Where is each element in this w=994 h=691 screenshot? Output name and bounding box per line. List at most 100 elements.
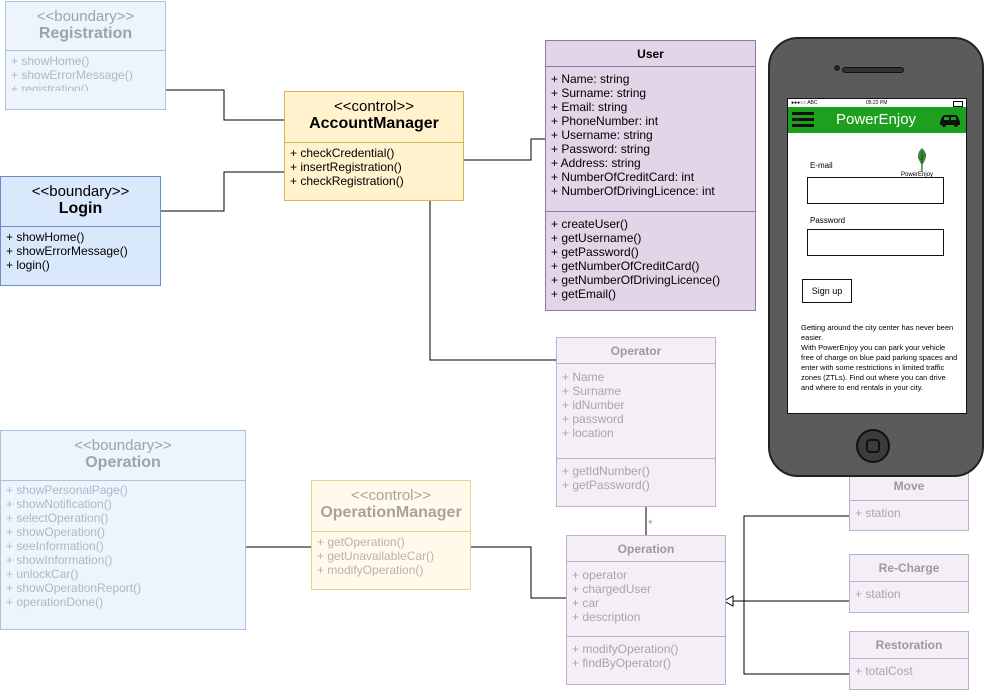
method-item: + getPassword() (551, 245, 639, 259)
leaf-logo-icon (917, 148, 927, 172)
attribute-item: + location (562, 426, 614, 440)
recharge-title: Re-Charge (878, 561, 940, 575)
login-stereotype: <<boundary>> (31, 183, 130, 200)
login-accountmanager-link (160, 171, 284, 212)
password-label: Password (810, 216, 846, 225)
status-time: 05:22 PM (866, 100, 888, 106)
method-item: + getNumberOfCreditCard() (551, 259, 700, 273)
method-item: + showNotification() (6, 497, 112, 511)
method-item: + showErrorMessage() (6, 244, 128, 258)
move-class[interactable]: Move + station (849, 470, 969, 531)
method-item: + showHome() (11, 54, 90, 68)
accountmanager-methods: + checkCredential() + insertRegistration… (285, 143, 463, 188)
operation-entity-attributes: + operator + chargedUser + car + descrip… (567, 562, 725, 636)
method-item: + getEmail() (551, 287, 617, 301)
operationmanager-stereotype: <<control>> (350, 487, 432, 504)
operationmanager-operation-link (470, 546, 566, 599)
app-description: Getting around the city center has never… (801, 323, 958, 392)
method-item: + getOperation() (317, 535, 405, 549)
operator-methods: + getIdNumber() + getPassword() (557, 459, 715, 492)
attribute-item: + PhoneNumber: int (551, 114, 659, 128)
hamburger-menu-icon[interactable] (792, 112, 814, 130)
method-item: + login() (6, 258, 50, 272)
attribute-item: + operator (572, 568, 628, 582)
battery-icon (953, 101, 963, 107)
method-item: + operationDone() (6, 595, 104, 609)
speaker-grille (842, 67, 904, 73)
operation-boundary-stereotype: <<boundary>> (74, 437, 172, 454)
method-item: + registration() (11, 82, 89, 91)
method-item: + showHome() (6, 230, 85, 244)
restoration-inherit-line (743, 601, 849, 675)
attribute-item: + station (855, 587, 901, 601)
registration-methods: + showHome() + showErrorMessage() + regi… (6, 51, 165, 91)
login-methods: + showHome() + showErrorMessage() + logi… (1, 227, 160, 272)
signup-button[interactable]: Sign up (802, 279, 852, 303)
user-title: User (637, 47, 664, 61)
method-item: + getUnavailableCar() (317, 549, 435, 563)
email-field[interactable] (807, 177, 944, 204)
method-item: + getPassword() (562, 478, 650, 492)
home-button[interactable] (856, 429, 890, 463)
method-item: + createUser() (551, 217, 629, 231)
operation-entity-class[interactable]: Operation + operator + chargedUser + car… (566, 535, 726, 685)
method-item: + unlockCar() (6, 567, 79, 581)
attribute-item: + NumberOfCreditCard: int (551, 170, 695, 184)
restoration-class[interactable]: Restoration + totalCost (849, 631, 969, 690)
method-item: + getIdNumber() (562, 464, 650, 478)
attribute-item: + Name (562, 370, 605, 384)
attribute-item: + NumberOfDrivingLicence: int (551, 184, 715, 198)
method-item: + selectOperation() (6, 511, 109, 525)
registration-class[interactable]: <<boundary>> Registration + showHome() +… (5, 1, 166, 110)
operation-entity-methods: + modifyOperation() + findByOperator() (567, 637, 725, 670)
attribute-item: + Address: string (551, 156, 641, 170)
recharge-attributes: + station (850, 582, 968, 601)
restoration-title: Restoration (875, 638, 943, 652)
operationmanager-title: OperationManager (320, 504, 462, 521)
method-item: + getUsername() (551, 231, 642, 245)
attribute-item: + car (572, 596, 600, 610)
move-inherit-line (743, 515, 849, 601)
accountmanager-operator-link (429, 201, 556, 361)
method-item: + findByOperator() (572, 656, 672, 670)
operationmanager-class[interactable]: <<control>> OperationManager + getOperat… (311, 480, 471, 590)
user-methods: + createUser() + getUsername() + getPass… (546, 212, 755, 301)
operation-boundary-class[interactable]: <<boundary>> Operation + showPersonalPag… (0, 430, 246, 630)
operation-boundary-title: Operation (85, 454, 161, 471)
attribute-item: + station (855, 506, 901, 520)
attribute-item: + chargedUser (572, 582, 652, 596)
recharge-class[interactable]: Re-Charge + station (849, 554, 969, 613)
camera-icon (834, 65, 840, 71)
method-item: + checkCredential() (290, 146, 395, 160)
password-field[interactable] (807, 229, 944, 256)
phone-mockup: ●●●○○ ABC 05:22 PM PowerEnjoy PowerEnjoy… (768, 37, 984, 477)
login-title: Login (58, 200, 103, 217)
attribute-item: + Email: string (551, 100, 628, 114)
attribute-item: + password (562, 412, 624, 426)
attribute-item: + Username: string (551, 128, 653, 142)
registration-accountmanager-link (166, 89, 284, 121)
restoration-attributes: + totalCost (850, 659, 968, 678)
login-class[interactable]: <<boundary>> Login + showHome() + showEr… (0, 176, 161, 286)
attribute-item: + totalCost (855, 664, 913, 678)
attribute-item: + Surname: string (551, 86, 647, 100)
move-attributes: + station (850, 501, 968, 520)
method-item: + showErrorMessage() (11, 68, 133, 82)
app-title: PowerEnjoy (836, 111, 917, 128)
attribute-item: + Surname (562, 384, 622, 398)
operator-class[interactable]: Operator + Name + Surname + idNumber + p… (556, 337, 716, 507)
multiplicity-label: * (648, 517, 653, 531)
move-title: Move (893, 479, 925, 493)
user-attributes: + Name: string + Surname: string + Email… (546, 67, 755, 211)
phone-screen: ●●●○○ ABC 05:22 PM PowerEnjoy PowerEnjoy… (787, 98, 967, 414)
method-item: + modifyOperation() (572, 642, 679, 656)
method-item: + showInformation() (6, 553, 113, 567)
status-bar: ●●●○○ ABC 05:22 PM (788, 99, 966, 107)
accountmanager-user-link (463, 138, 546, 161)
accountmanager-class[interactable]: <<control>> AccountManager + checkCreden… (284, 91, 464, 201)
attribute-item: + description (572, 610, 641, 624)
registration-title: Registration (38, 25, 133, 42)
operation-boundary-methods: + showPersonalPage() + showNotification(… (1, 481, 245, 609)
attribute-item: + Password: string (551, 142, 651, 156)
user-class[interactable]: User + Name: string + Surname: string + … (545, 40, 756, 311)
